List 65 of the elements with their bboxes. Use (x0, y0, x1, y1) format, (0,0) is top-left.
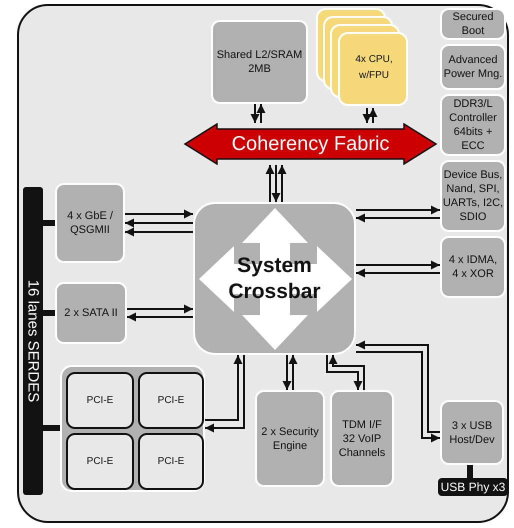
pcie-box (66, 372, 134, 429)
arrow (266, 165, 274, 202)
arrow (125, 218, 193, 228)
block-label: Device Bus, Nand, SPI, UARTs, I2C, SDIO (442, 168, 504, 224)
block-box (55, 282, 127, 344)
link-line (43, 425, 60, 431)
block-label: 4 x IDMA, 4 x XOR (448, 253, 498, 281)
arrow (356, 206, 440, 214)
arrow (356, 340, 440, 433)
memory-block (211, 20, 308, 104)
arrow (205, 355, 242, 421)
serdes-bar (23, 187, 43, 495)
block-box (440, 94, 506, 156)
block-label: Advanced Power Mng. (442, 53, 504, 81)
block-label: 16 lanes SERDES (24, 280, 42, 402)
block-box (330, 390, 394, 487)
arrow (127, 312, 193, 322)
arrow (288, 355, 298, 390)
block-label: PCI-E (158, 395, 184, 406)
pcie-box (138, 433, 204, 490)
arrow (356, 351, 440, 442)
crossbar-label: System Crossbar (227, 252, 322, 304)
pcie-box (66, 433, 134, 490)
arrow (278, 165, 286, 202)
block-label: DDR3/L Controller 64bits + ECC (448, 97, 498, 153)
arrow (125, 210, 193, 218)
fabric-double-arrow (183, 123, 438, 165)
block-label: 2 x SATA II (64, 306, 118, 320)
block-label: 3 x USB Host/Dev (448, 418, 496, 446)
fabric-label: Coherency Fabric (232, 132, 390, 156)
block-label: PCI-E (86, 456, 114, 467)
pcie-box (138, 372, 204, 429)
link-line (467, 465, 473, 478)
block-label: USB Phy x3 (440, 480, 506, 494)
cpu-card-stack (316, 8, 408, 108)
arrow (356, 214, 440, 222)
block-label: PCI-E (158, 456, 184, 467)
block-box (440, 160, 506, 232)
arrow (256, 104, 266, 123)
block-box (440, 236, 506, 298)
arrow (127, 304, 193, 314)
block-label: 4x CPU, w/FPU (354, 53, 394, 83)
arrow (125, 228, 193, 236)
pcie-group-box (60, 365, 205, 492)
arrow (356, 260, 440, 270)
block-box (55, 183, 125, 263)
arrow (272, 165, 280, 202)
block-label: 4 x GbE / QSGMII (66, 209, 114, 237)
arrow (282, 355, 292, 390)
arrow (205, 355, 245, 432)
block-box (255, 390, 325, 487)
block-label: 2 x Security Engine (260, 424, 320, 452)
block-box (440, 8, 506, 40)
block-box (440, 400, 504, 465)
arrow (250, 104, 260, 123)
block-label: Shared L2/SRAM 2MB (216, 48, 304, 76)
link-line (43, 310, 55, 316)
block-label: Secured Boot (452, 10, 494, 38)
link-line (43, 220, 55, 226)
block-box (440, 44, 506, 90)
block-label: TDM I/F 32 VoIP Channels (338, 418, 386, 460)
arrow (362, 108, 372, 123)
arrow (368, 108, 378, 123)
arrow (356, 268, 440, 278)
block-label: PCI-E (86, 395, 114, 406)
